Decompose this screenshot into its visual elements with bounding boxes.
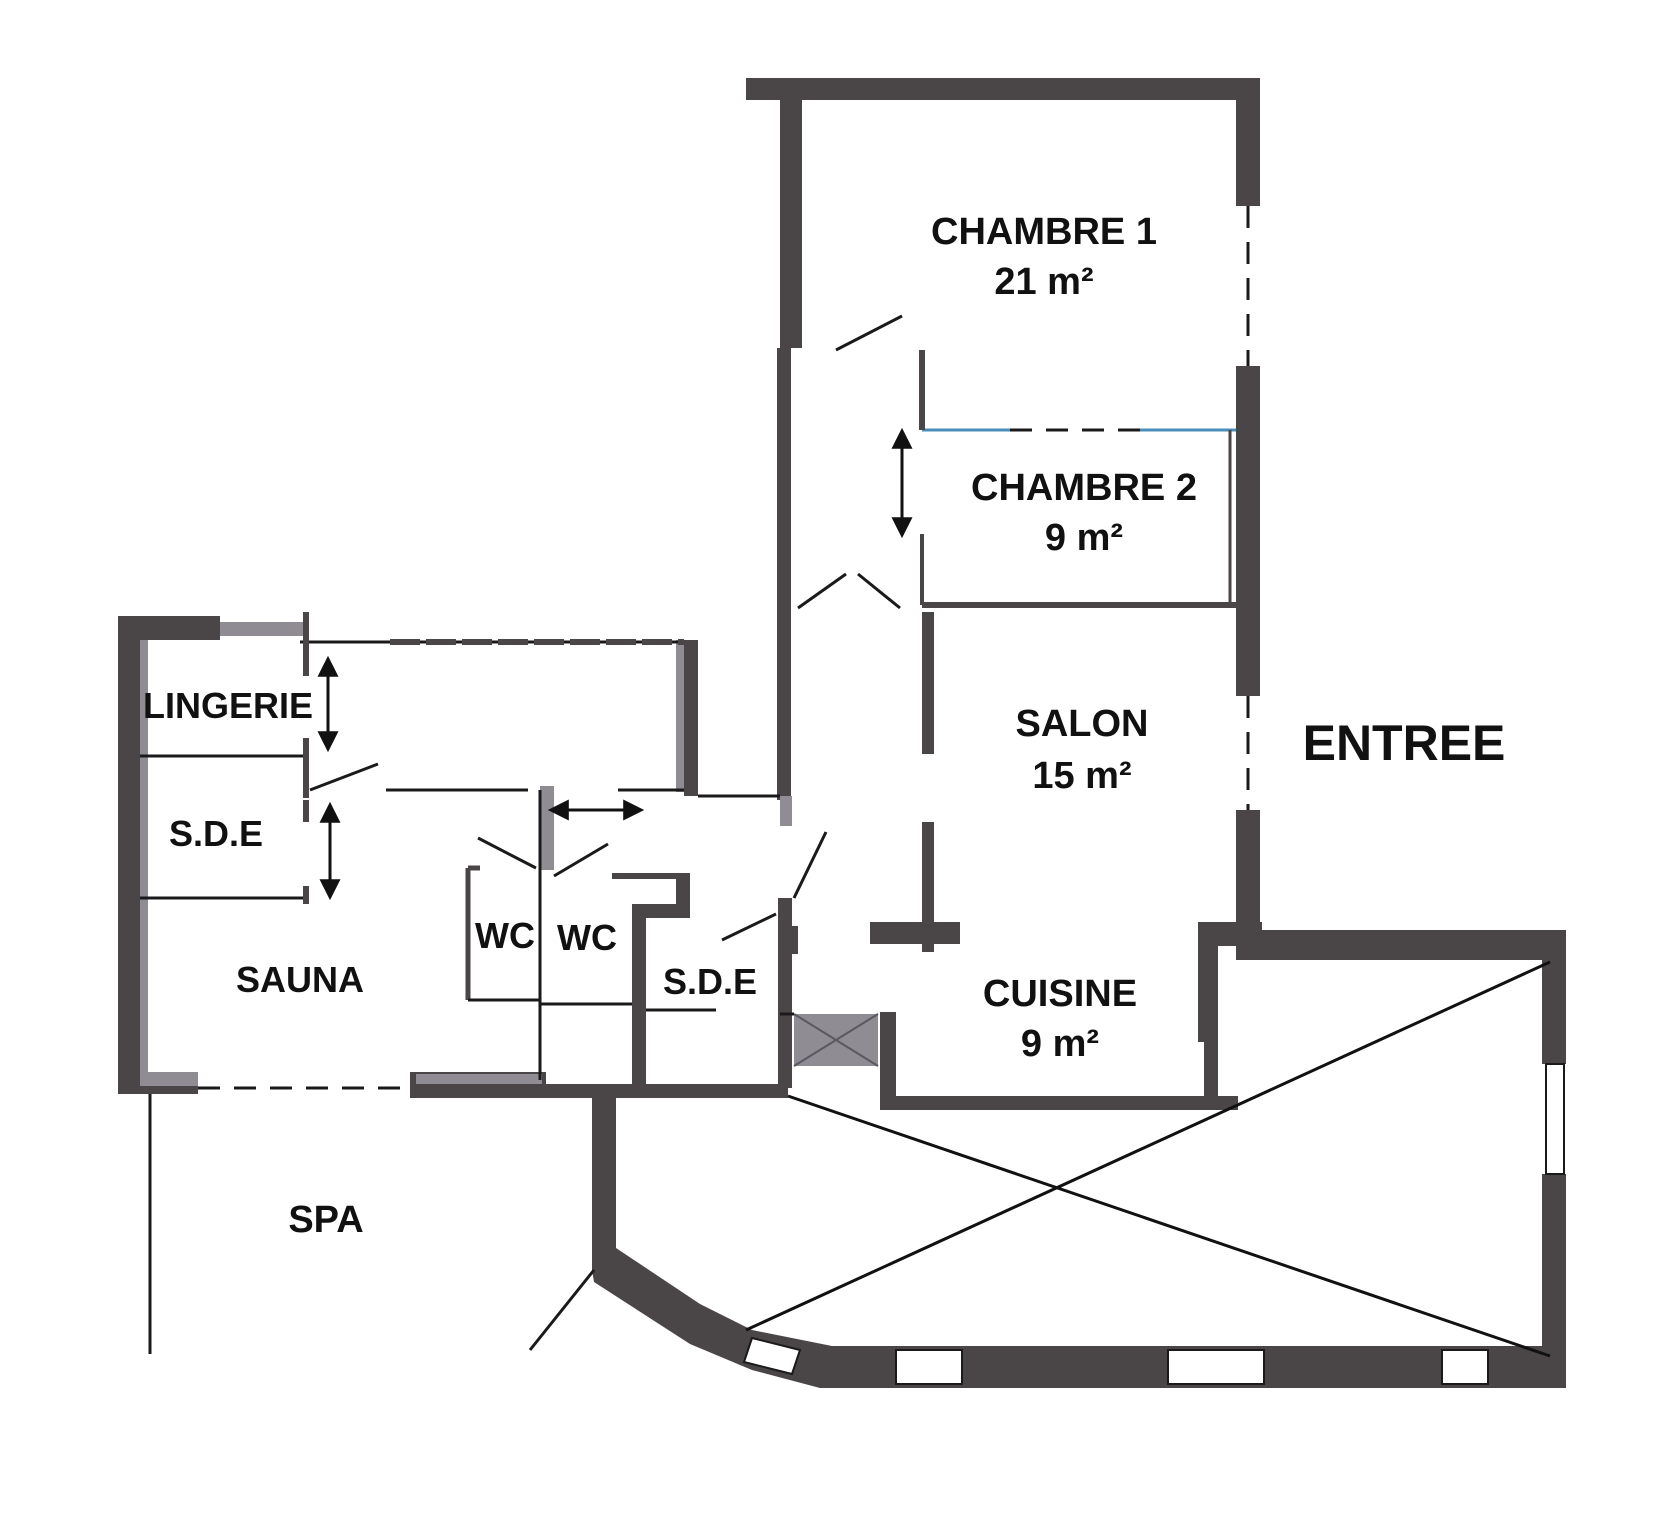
- wall-curved-south: [592, 1094, 1566, 1388]
- door-wc-right: [553, 842, 609, 878]
- wall-annex-top: [1236, 930, 1566, 960]
- terrace-cross-b: [745, 960, 1551, 1332]
- hatch-hall-end: [780, 796, 792, 826]
- door-sde-right: [721, 912, 777, 942]
- window-south-4: [1441, 1349, 1489, 1385]
- wall-right-lower: [1236, 810, 1260, 930]
- wall-right-upper: [1236, 78, 1260, 206]
- hatch-bottom-right: [416, 1074, 542, 1084]
- label-cuisine-name: CUISINE: [983, 973, 1137, 1015]
- label-entree: ENTREE: [1303, 715, 1506, 771]
- door-hall-right: [857, 572, 901, 610]
- label-chambre2-name: CHAMBRE 2: [971, 467, 1197, 509]
- window-south-3: [1167, 1349, 1265, 1385]
- label-salon-name: SALON: [1016, 703, 1149, 745]
- room-labels: CHAMBRE 1 21 m² CHAMBRE 2 9 m² SALON 15 …: [143, 211, 1505, 1241]
- label-chambre1-area: 21 m²: [994, 261, 1093, 303]
- wall-top-chambre1: [746, 78, 1260, 100]
- door-wc-left: [477, 836, 537, 870]
- wall-sde-left: [632, 904, 646, 1084]
- wall-kitchen-bar: [870, 922, 960, 944]
- label-wc-left: WC: [475, 915, 535, 956]
- hatch-bottom-left: [140, 1072, 198, 1086]
- terrace-cross-a: [787, 1094, 1551, 1358]
- window-east: [1545, 1063, 1565, 1175]
- wall-left-wing-top: [118, 616, 220, 640]
- label-sde-right: S.D.E: [663, 961, 757, 1002]
- label-wc-right: WC: [557, 917, 617, 958]
- wall-left-chambre1: [780, 78, 802, 348]
- windows: [742, 1063, 1565, 1385]
- wall-salon-partition-upper: [922, 612, 934, 754]
- hatch-left-wing: [140, 640, 148, 1072]
- label-spa: SPA: [288, 1199, 363, 1241]
- label-sde-left: S.D.E: [169, 813, 263, 854]
- wall-lingerie-right: [684, 640, 698, 796]
- wall-kitchen-right: [1204, 946, 1218, 1106]
- wall-left-wing-left: [118, 616, 140, 1094]
- hatch-lingerie-right: [676, 640, 684, 792]
- label-salon-area: 15 m²: [1032, 755, 1131, 797]
- label-lingerie: LINGERIE: [143, 685, 313, 726]
- label-cuisine-area: 9 m²: [1021, 1023, 1099, 1065]
- window-south-2: [895, 1349, 963, 1385]
- door-spa: [528, 1269, 596, 1351]
- label-sauna: SAUNA: [236, 959, 364, 1000]
- hatch-top-lingerie: [220, 622, 304, 636]
- doors: [309, 314, 903, 1351]
- wall-kitchen-left: [880, 1012, 896, 1108]
- door-chambre1: [835, 314, 903, 352]
- hatch-wc-partition: [540, 786, 554, 870]
- door-salon: [792, 831, 828, 899]
- door-hall-left: [797, 572, 847, 610]
- wall-right-middle: [1236, 366, 1260, 696]
- wall-sde-top: [632, 904, 690, 918]
- wall-sde-notch: [676, 876, 690, 916]
- wall-kitchen-bottom: [880, 1096, 1238, 1110]
- door-sde-left: [309, 762, 379, 792]
- partitions: [140, 206, 1551, 1358]
- wall-hallway-left: [777, 348, 791, 800]
- label-chambre1-name: CHAMBRE 1: [931, 211, 1157, 253]
- window-south-1: [742, 1336, 802, 1376]
- wall-salon-partition-lower: [922, 822, 934, 952]
- label-chambre2-area: 9 m²: [1045, 517, 1123, 559]
- wall-sde-right: [778, 898, 792, 1088]
- hatched-walls: [140, 622, 879, 1086]
- wall-annex-right-upper: [1542, 930, 1566, 1064]
- sliding-arrows: [317, 427, 913, 901]
- wall-left-wing-bottom-c: [410, 1084, 788, 1098]
- walls: [118, 78, 1566, 1388]
- service-shaft-cross: [793, 1013, 879, 1067]
